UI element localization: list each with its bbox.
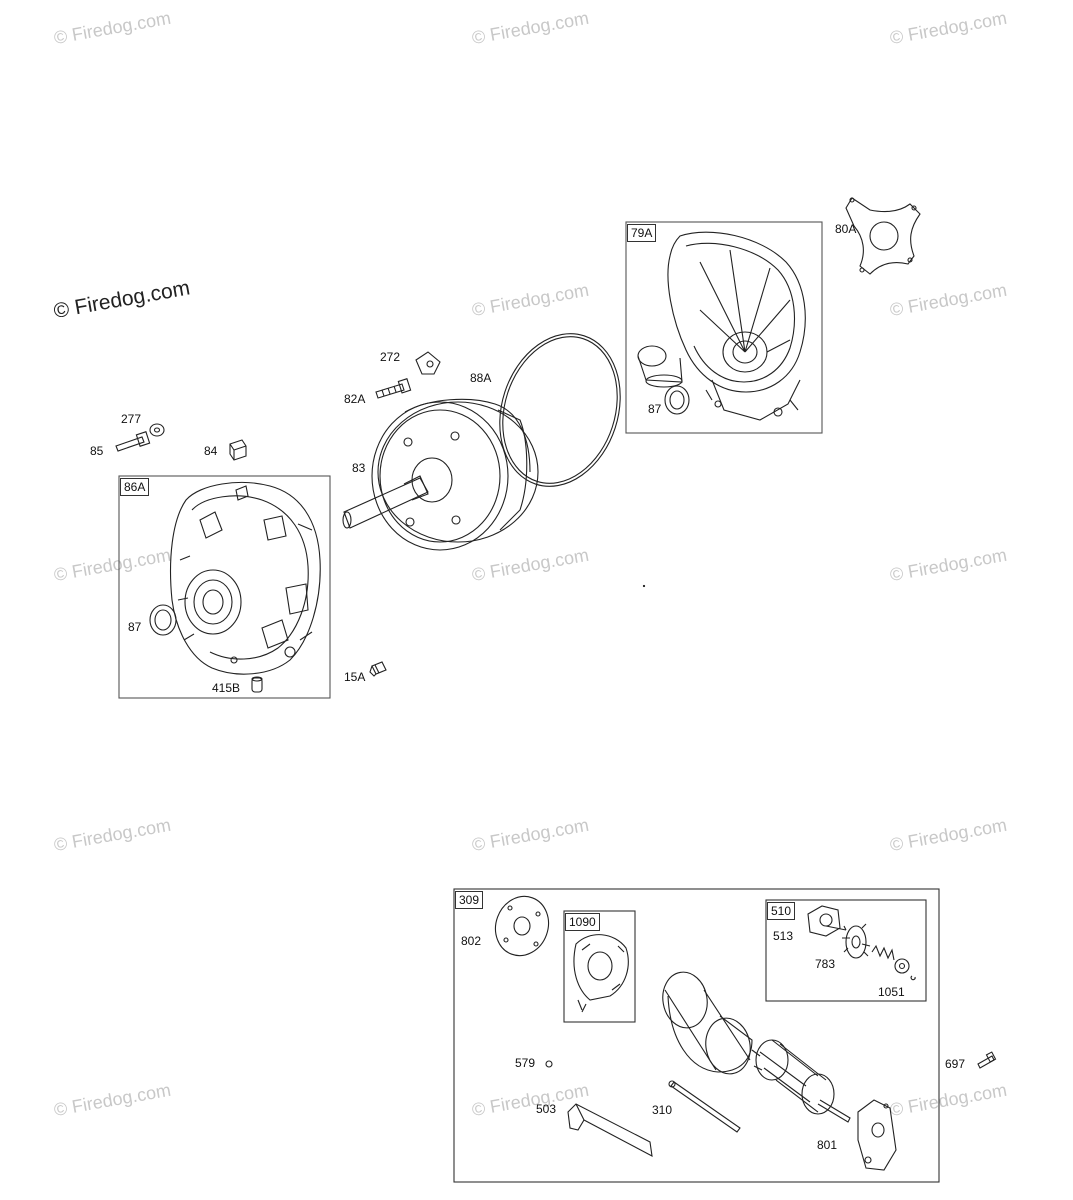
part-label-87-right: 87 bbox=[648, 402, 662, 416]
plug-84-drawing bbox=[229, 439, 247, 461]
bolt-85-drawing bbox=[115, 431, 151, 452]
housing-86A-drawing bbox=[170, 481, 321, 675]
assembly-tag-86A: 86A bbox=[120, 478, 150, 496]
gasket-80A-drawing bbox=[845, 197, 921, 275]
assembly-309-frame bbox=[453, 888, 940, 1183]
part-label-503: 503 bbox=[536, 1102, 557, 1116]
part-label-80A: 80A bbox=[835, 222, 857, 236]
part-label-513: 513 bbox=[773, 929, 794, 943]
part-label-84: 84 bbox=[204, 444, 218, 458]
screw-697-drawing bbox=[977, 1051, 997, 1069]
assembly-1090-frame bbox=[563, 910, 636, 1023]
assembly-tag-309: 309 bbox=[455, 891, 484, 909]
plug-15A-drawing bbox=[369, 661, 387, 677]
assembly-tag-510: 510 bbox=[767, 902, 796, 920]
washer-272-drawing bbox=[415, 351, 441, 375]
bracket-801-drawing bbox=[857, 1099, 897, 1171]
part-label-15A: 15A bbox=[344, 670, 366, 684]
part-label-82A: 82A bbox=[344, 392, 366, 406]
part-label-783: 783 bbox=[815, 957, 836, 971]
washer-277-drawing bbox=[149, 423, 165, 437]
part-label-579: 579 bbox=[515, 1056, 536, 1070]
brush-holder-1090-drawing bbox=[573, 934, 629, 1013]
screw-82A-drawing bbox=[375, 378, 412, 399]
assembly-86A-frame bbox=[118, 475, 331, 699]
bushing-79A-drawing bbox=[637, 345, 683, 388]
part-label-88A: 88A bbox=[470, 371, 492, 385]
assembly-79A-frame bbox=[625, 221, 823, 434]
housing-513-drawing bbox=[807, 905, 847, 937]
bolt-310-drawing bbox=[668, 1080, 741, 1133]
oring-88A-drawing bbox=[499, 333, 621, 487]
housing-79A-drawing bbox=[667, 231, 806, 421]
rotor-83-drawing bbox=[342, 398, 539, 551]
part-label-1051: 1051 bbox=[878, 985, 905, 999]
assembly-tag-1090: 1090 bbox=[565, 913, 600, 931]
assembly-tag-79A: 79A bbox=[627, 224, 657, 242]
bracket-503-drawing bbox=[567, 1103, 653, 1157]
part-label-85: 85 bbox=[90, 444, 104, 458]
part-label-310: 310 bbox=[652, 1103, 673, 1117]
armature-drawing bbox=[751, 1039, 851, 1123]
stray-dot bbox=[642, 584, 646, 588]
part-label-87-left: 87 bbox=[128, 620, 142, 634]
washer-1051-drawing bbox=[894, 958, 916, 981]
part-label-801: 801 bbox=[817, 1138, 838, 1152]
part-label-697: 697 bbox=[945, 1057, 966, 1071]
part-label-272: 272 bbox=[380, 350, 401, 364]
gear-783-drawing bbox=[842, 923, 871, 959]
plate-802-drawing bbox=[494, 895, 550, 957]
pin-415B-drawing bbox=[251, 676, 263, 693]
part-label-277: 277 bbox=[121, 412, 142, 426]
part-label-83: 83 bbox=[352, 461, 366, 475]
part-label-415B: 415B bbox=[212, 681, 241, 695]
seal-87-left-drawing bbox=[149, 604, 177, 636]
seal-87-right-drawing bbox=[664, 385, 690, 415]
spring-drawing bbox=[871, 944, 895, 961]
frame-cylinder-drawing bbox=[662, 971, 753, 1075]
assembly-510-frame bbox=[765, 899, 927, 1002]
nut-579-drawing bbox=[545, 1060, 553, 1068]
part-label-802: 802 bbox=[461, 934, 482, 948]
